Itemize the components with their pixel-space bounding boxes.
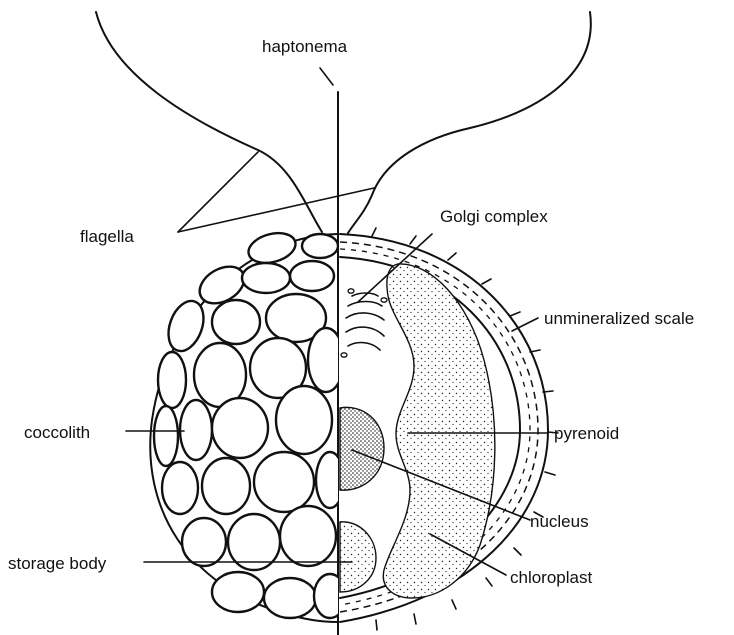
coccolith-plate <box>158 352 186 408</box>
coccolith-plate <box>180 400 212 460</box>
golgi-complex <box>341 289 387 357</box>
coccolith-plate <box>154 406 178 466</box>
coccolith-half <box>150 228 346 622</box>
label-pyrenoid: pyrenoid <box>554 424 619 443</box>
label-flagella: flagella <box>80 227 134 246</box>
coccolith-plate <box>254 452 314 512</box>
coccolith-plate <box>202 458 250 514</box>
label-chloroplast: chloroplast <box>510 568 592 587</box>
chloroplast-shape <box>383 264 495 598</box>
haptonema-leader <box>320 68 333 85</box>
flagella-leader-2 <box>178 188 374 232</box>
coccolith-plate <box>242 263 290 293</box>
label-golgi-complex: Golgi complex <box>440 207 548 226</box>
coccolith-plate <box>162 296 210 356</box>
nucleus-shape <box>340 407 384 490</box>
coccolith-plate <box>212 572 264 612</box>
label-nucleus: nucleus <box>530 512 589 531</box>
coccolith-plate <box>245 228 299 267</box>
flagella-leader-1 <box>178 152 258 232</box>
label-coccolith: coccolith <box>24 423 90 442</box>
coccolith-plate <box>212 300 260 344</box>
storage-body-shape <box>340 522 376 592</box>
coccolith-plate <box>162 462 198 514</box>
coccolith-plate <box>302 234 338 258</box>
label-unmineralized-scale: unmineralized scale <box>544 309 694 328</box>
coccolith-plate <box>280 506 336 566</box>
label-haptonema: haptonema <box>262 37 348 56</box>
coccolith-plate <box>264 578 316 618</box>
label-storage-body: storage body <box>8 554 107 573</box>
flagellum-right <box>348 12 591 233</box>
coccolith-plate <box>290 261 334 291</box>
coccolith-plate <box>212 398 268 458</box>
coccolith-plate <box>182 518 226 566</box>
coccolith-plate <box>276 386 332 454</box>
